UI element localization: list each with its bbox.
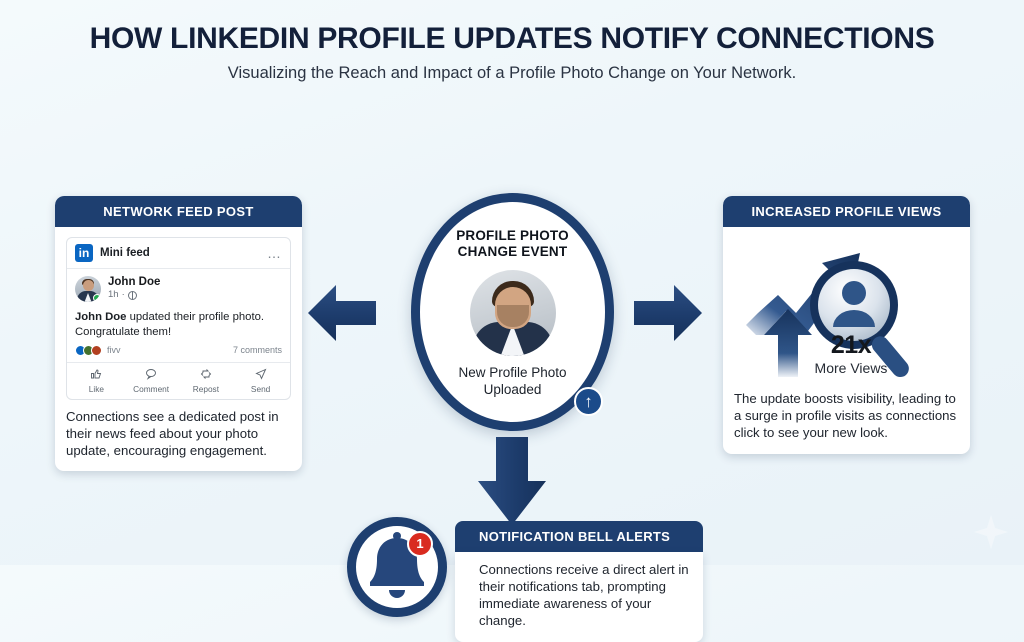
reaction-icons <box>75 344 102 356</box>
feed-card-header: NETWORK FEED POST <box>55 196 302 227</box>
center-node-title-line1: PROFILE PHOTO <box>456 228 569 243</box>
views-card-body: 21x More Views The update boosts visibil… <box>723 227 970 454</box>
post-action-comment[interactable]: Comment <box>124 368 179 394</box>
mini-post-topbar: in Mini feed … <box>67 238 290 269</box>
comment-count[interactable]: 7 comments <box>232 345 282 356</box>
linkedin-mini-post[interactable]: in Mini feed … John Doe 1h · <box>66 237 291 400</box>
post-action-bar: Like Comment <box>67 363 290 399</box>
notification-count-badge: 1 <box>407 531 433 557</box>
reaction-love-icon <box>91 344 102 356</box>
send-paper-plane-icon <box>233 368 288 383</box>
center-caption-line2: Uploaded <box>483 381 542 397</box>
author-meta: John Doe 1h · <box>108 276 160 302</box>
bell-card-description: Connections receive a direct alert in th… <box>479 562 689 629</box>
post-author-name: John Doe <box>108 276 161 289</box>
views-multiplier-value: 21x <box>830 331 872 359</box>
center-node-title-line2: CHANGE EVENT <box>457 244 568 260</box>
views-multiplier-label: More Views <box>814 360 888 376</box>
online-status-dot <box>93 294 101 302</box>
notification-bell-alerts-card[interactable]: NOTIFICATION BELL ALERTS Connections rec… <box>455 521 703 642</box>
reaction-name: fivv <box>107 345 121 356</box>
infographic-header: HOW LINKEDIN PROFILE UPDATES NOTIFY CONN… <box>0 0 1024 83</box>
avatar <box>75 276 101 302</box>
arrow-to-bell-card <box>469 435 555 532</box>
magnifier-person-icon <box>810 261 909 378</box>
post-action-send[interactable]: Send <box>233 368 288 394</box>
profile-photo-change-event-node[interactable]: PROFILE PHOTO CHANGE EVENT ↑ New Profile… <box>411 193 614 431</box>
ellipsis-icon[interactable]: … <box>267 245 282 261</box>
thumbs-up-icon <box>69 368 124 383</box>
post-action-comment-label: Comment <box>133 383 170 394</box>
profile-views-illustration: 21x More Views <box>734 239 959 387</box>
post-reactions-row[interactable]: fivv 7 comments <box>67 344 290 363</box>
feed-card-body: in Mini feed … John Doe 1h · <box>55 227 302 471</box>
bell-card-body: Connections receive a direct alert in th… <box>455 552 703 642</box>
post-action-repost[interactable]: Repost <box>179 368 234 394</box>
page-subtitle: Visualizing the Reach and Impact of a Pr… <box>227 64 797 82</box>
post-action-like[interactable]: Like <box>69 368 124 394</box>
arrow-to-feed-card <box>306 277 378 354</box>
arrow-to-views-card <box>632 277 704 354</box>
post-text-rest: updated their profile photo. Congratulat… <box>75 311 265 338</box>
post-action-send-label: Send <box>250 383 271 394</box>
mini-feed-label: Mini feed <box>100 247 150 259</box>
post-action-repost-label: Repost <box>192 383 220 394</box>
center-node-title: PROFILE PHOTO CHANGE EVENT <box>456 228 569 260</box>
repost-icon <box>179 368 234 383</box>
profile-photo-avatar <box>469 270 556 357</box>
views-art-svg <box>746 253 909 378</box>
dot-separator: · <box>121 289 125 301</box>
arrow-up-icon: ↑ <box>574 387 603 416</box>
page-title: HOW LINKEDIN PROFILE UPDATES NOTIFY CONN… <box>89 22 935 55</box>
notification-bell-badge-circle[interactable]: 1 <box>347 517 447 617</box>
bell-card-header: NOTIFICATION BELL ALERTS <box>455 521 703 552</box>
post-text-bold: John Doe <box>75 311 127 323</box>
increased-profile-views-card[interactable]: INCREASED PROFILE VIEWS <box>723 196 970 454</box>
post-timestamp: 1h <box>108 289 119 301</box>
globe-icon <box>127 291 137 301</box>
post-timestamp-row: 1h · <box>108 289 160 301</box>
comment-bubble-icon <box>124 368 179 383</box>
post-author-row[interactable]: John Doe 1h · <box>67 269 290 304</box>
post-action-like-label: Like <box>88 383 104 394</box>
views-card-header: INCREASED PROFILE VIEWS <box>723 196 970 227</box>
feed-card-description: Connections see a dedicated post in thei… <box>66 408 279 458</box>
center-node-caption: New Profile Photo Uploaded <box>458 365 566 398</box>
sparkle-icon <box>972 513 1010 551</box>
diagram-stage: NETWORK FEED POST in Mini feed … John Do… <box>0 83 1024 642</box>
linkedin-logo-icon: in <box>75 244 93 262</box>
network-feed-post-card[interactable]: NETWORK FEED POST in Mini feed … John Do… <box>55 196 302 472</box>
upward-arrow-icon <box>764 309 812 377</box>
views-card-description: The update boosts visibility, leading to… <box>734 391 957 440</box>
post-text: John Doe updated their profile photo. Co… <box>67 304 290 345</box>
center-caption-line1: New Profile Photo <box>458 365 567 381</box>
